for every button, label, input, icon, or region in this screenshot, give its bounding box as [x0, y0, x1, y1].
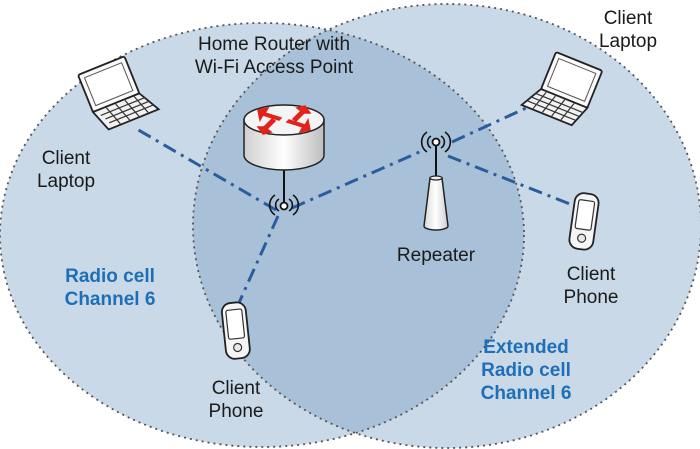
router-label: Home Router with Wi-Fi Access Point	[164, 33, 384, 79]
link-router-repeater	[291, 148, 425, 210]
right-laptop-label-line2: Laptop	[598, 31, 658, 52]
left-laptop-label: Client Laptop	[20, 147, 112, 193]
radio-cell-right-line3: Channel 6	[480, 383, 572, 404]
left-phone-label-line1: Client	[211, 378, 261, 399]
phone-icon-right	[568, 192, 600, 251]
radio-cell-right-label: Extended Radio cell Channel 6	[456, 336, 596, 405]
repeater-label-text: Repeater	[396, 245, 476, 266]
radio-cell-right-line1: Extended	[483, 337, 569, 358]
link-repeater-right-phone	[447, 154, 581, 210]
laptop-icon-right	[519, 51, 603, 127]
radio-cell-left-line1: Radio cell	[65, 266, 155, 287]
radio-cell-right-line2: Radio cell	[481, 360, 571, 381]
router-icon	[243, 104, 325, 216]
radio-cell-left-label: Radio cell Channel 6	[40, 265, 180, 311]
repeater-label: Repeater	[380, 244, 492, 267]
radio-cell-left-border	[0, 22, 525, 448]
router-label-line2: Wi-Fi Access Point	[194, 57, 354, 78]
laptop-icon-left	[77, 55, 161, 131]
radio-cell-left-line2: Channel 6	[64, 289, 156, 310]
left-phone-label-line2: Phone	[208, 401, 264, 422]
left-laptop-label-line1: Client	[41, 148, 91, 169]
left-laptop-label-line2: Laptop	[36, 171, 96, 192]
router-label-line1: Home Router with	[197, 34, 351, 55]
right-phone-label: Client Phone	[545, 263, 637, 309]
phone-icon-left	[220, 301, 251, 360]
wireless-links	[134, 101, 581, 306]
right-laptop-label: Client Laptop	[582, 7, 674, 53]
right-phone-label-line2: Phone	[563, 287, 619, 308]
left-phone-label: Client Phone	[190, 377, 282, 423]
repeater-icon	[420, 131, 452, 231]
radio-cell-right-border	[192, 3, 700, 449]
right-phone-label-line1: Client	[566, 264, 616, 285]
right-laptop-label-line1: Client	[603, 8, 653, 29]
